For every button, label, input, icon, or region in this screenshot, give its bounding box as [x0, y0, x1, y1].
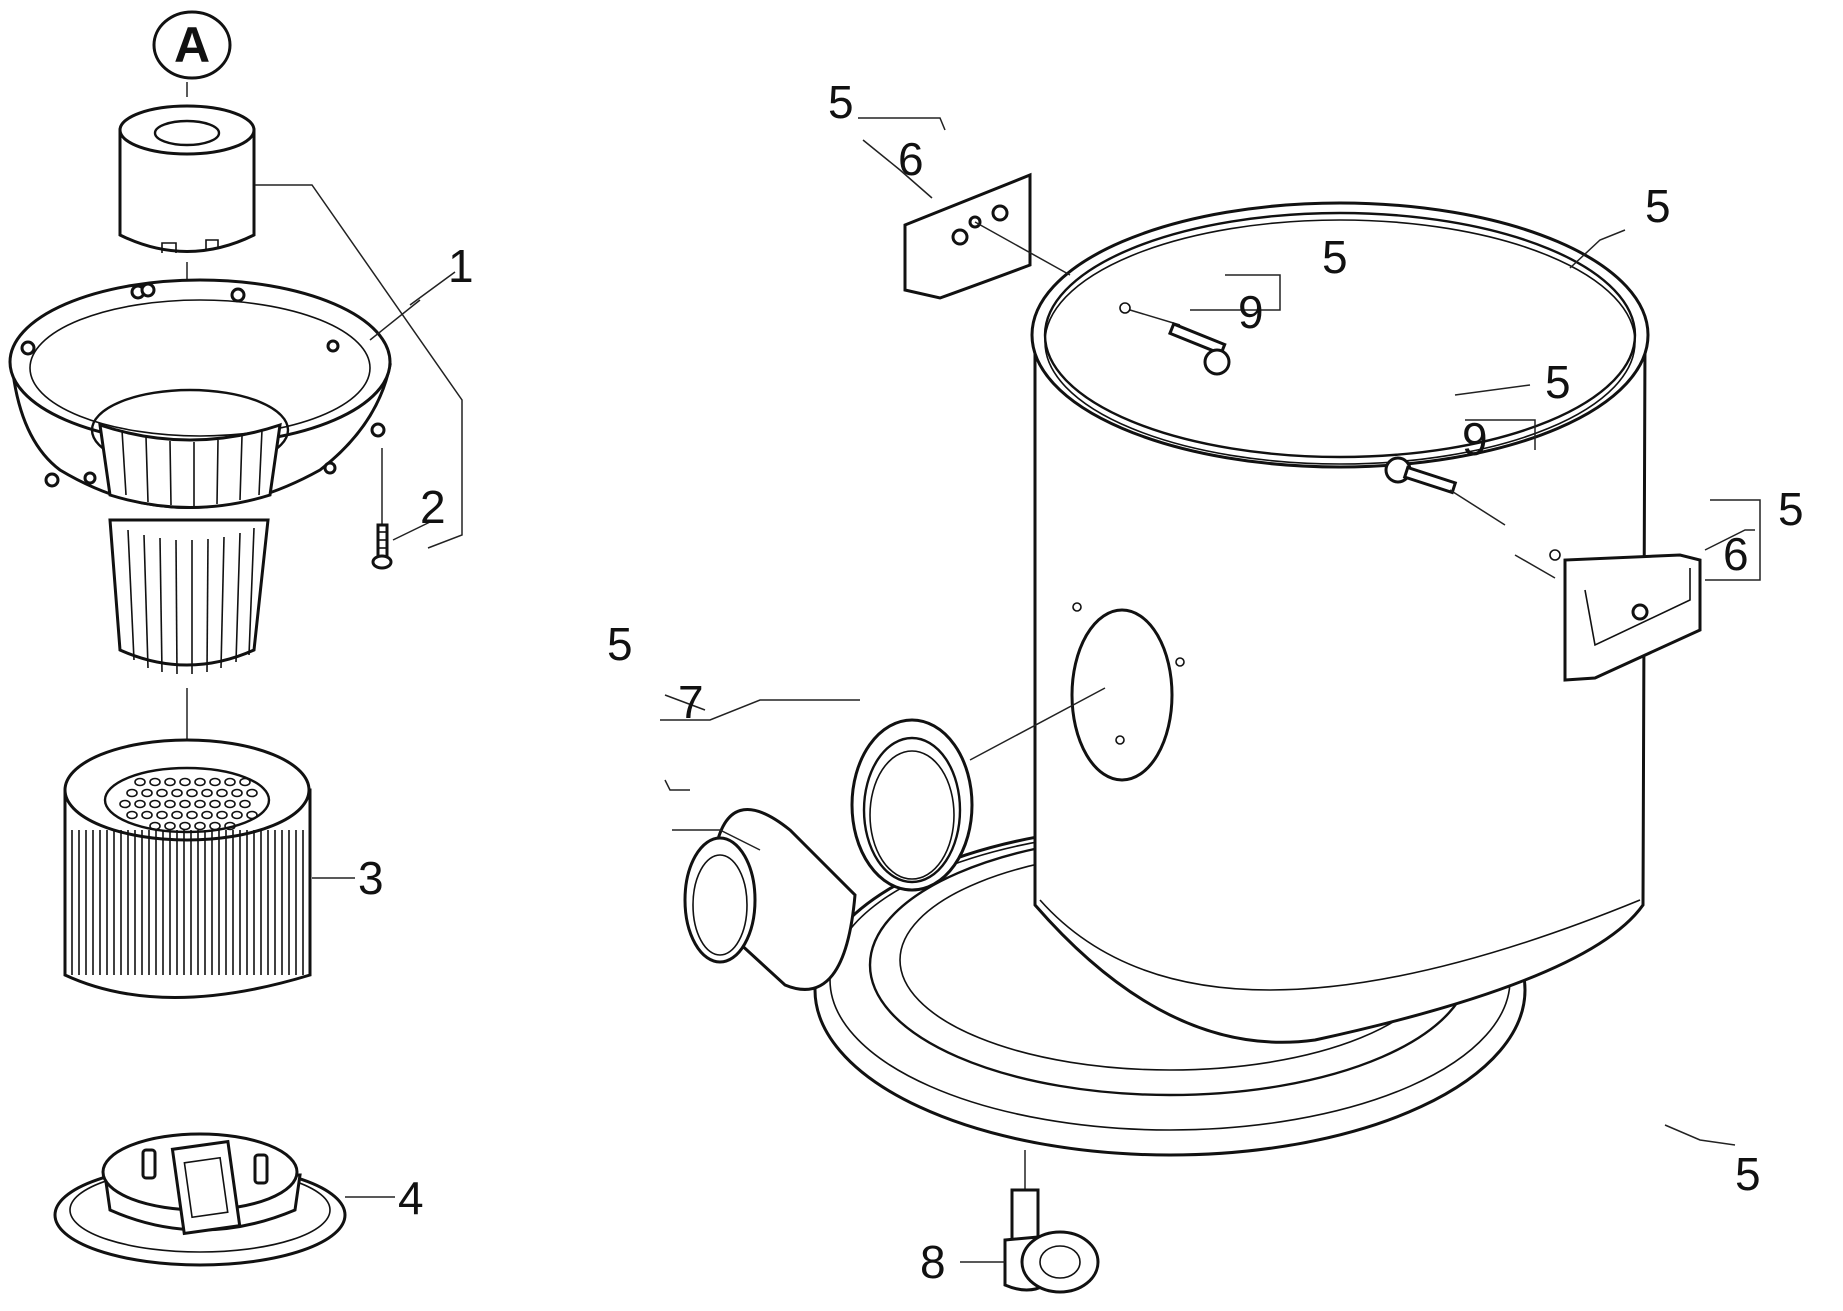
filter-cover	[53, 1132, 347, 1267]
screw-a	[1119, 302, 1231, 376]
handle-side	[1514, 553, 1702, 682]
callout-5-screw-a-kit: 5	[1322, 231, 1348, 283]
inlet-connector	[683, 808, 857, 991]
screw-small	[371, 448, 393, 570]
callout-4: 4	[398, 1172, 424, 1224]
section-marker: A	[152, 10, 232, 80]
handle-top	[903, 172, 1071, 300]
caster	[1003, 1150, 1100, 1294]
inlet-ring	[850, 687, 1106, 892]
filter-holder-ring	[8, 278, 392, 509]
callout-9-screw-a: 9	[1238, 286, 1264, 338]
callout-2: 2	[420, 481, 446, 533]
screw-b	[1384, 456, 1561, 561]
filter-basket	[108, 518, 270, 675]
callout-5-screw-b-kit: 5	[1545, 356, 1571, 408]
callout-8-caster: 8	[920, 1236, 946, 1288]
callout-5-lid-right: 5	[1645, 180, 1671, 232]
callout-5-inlet-kit: 5	[607, 618, 633, 670]
callout-6-handle-side: 6	[1723, 528, 1749, 580]
callout-5-base-kit: 5	[1735, 1148, 1761, 1200]
callout-1: 1	[448, 240, 474, 292]
section-letter: A	[174, 17, 210, 73]
callout-6-handle-top: 6	[898, 133, 924, 185]
callout-5-handle-side-kit: 5	[1778, 483, 1804, 535]
callout-9-screw-b: 9	[1462, 413, 1488, 465]
float-cup	[118, 104, 256, 253]
callout-7-inlet: 7	[678, 676, 704, 728]
cartridge-filter	[63, 688, 312, 999]
container-drum	[1030, 201, 1650, 1044]
callout-5-handle-top-kit: 5	[828, 76, 854, 128]
callout-3: 3	[358, 852, 384, 904]
